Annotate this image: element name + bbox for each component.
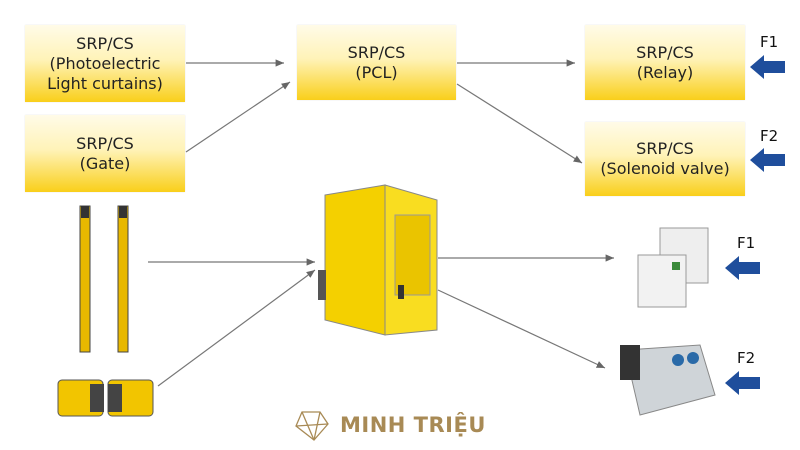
box-subtitle: Light curtains) xyxy=(47,73,163,93)
box-subtitle: (Photoelectric xyxy=(49,53,161,73)
box-title: SRP/CS xyxy=(636,42,694,62)
label-f1-bottom: F1 xyxy=(737,234,756,252)
box-relay: SRP/CS(Relay) xyxy=(585,25,745,100)
box-solenoid: SRP/CS(Solenoid valve) xyxy=(585,122,745,196)
box-subtitle: (Gate) xyxy=(79,153,131,173)
force-arrow-f2-top-icon xyxy=(750,148,785,172)
box-subtitle: (PCL) xyxy=(355,62,398,82)
solenoid-valve-image xyxy=(620,344,716,416)
crystal-logo-icon xyxy=(295,411,329,441)
box-title: SRP/CS xyxy=(76,133,134,153)
mosaic-controller-image xyxy=(318,184,438,336)
logo-text: MINH TRIỆU xyxy=(340,413,486,437)
logo: MINH TRIỆU xyxy=(290,408,486,442)
box-title: SRP/CS xyxy=(347,42,406,62)
box-title: SRP/CS xyxy=(636,139,694,158)
label-f1-top: F1 xyxy=(760,33,779,51)
force-arrow-f2-bottom-icon xyxy=(725,371,760,395)
box-subtitle: (Relay) xyxy=(636,62,694,82)
box-title: SRP/CS xyxy=(76,33,134,53)
force-arrow-f1-top-icon xyxy=(750,55,785,79)
box-subtitle: (Solenoid valve) xyxy=(600,159,730,178)
label-f2-bottom: F2 xyxy=(737,349,756,367)
arrow-gate-pcl xyxy=(185,81,291,153)
contactor-image xyxy=(637,227,709,308)
arrow-controller-valve xyxy=(437,289,606,369)
arrow-gateswitch-controller xyxy=(157,269,316,387)
box-gate: SRP/CS(Gate) xyxy=(25,115,185,192)
light-curtain-image xyxy=(79,205,129,353)
force-arrow-f1-bottom-icon xyxy=(725,256,760,280)
label-f2-top: F2 xyxy=(760,127,779,145)
gate-switch-image xyxy=(57,379,154,417)
box-pcl: SRP/CS(PCL) xyxy=(297,25,456,100)
arrow-pcl-solenoid xyxy=(456,83,583,164)
